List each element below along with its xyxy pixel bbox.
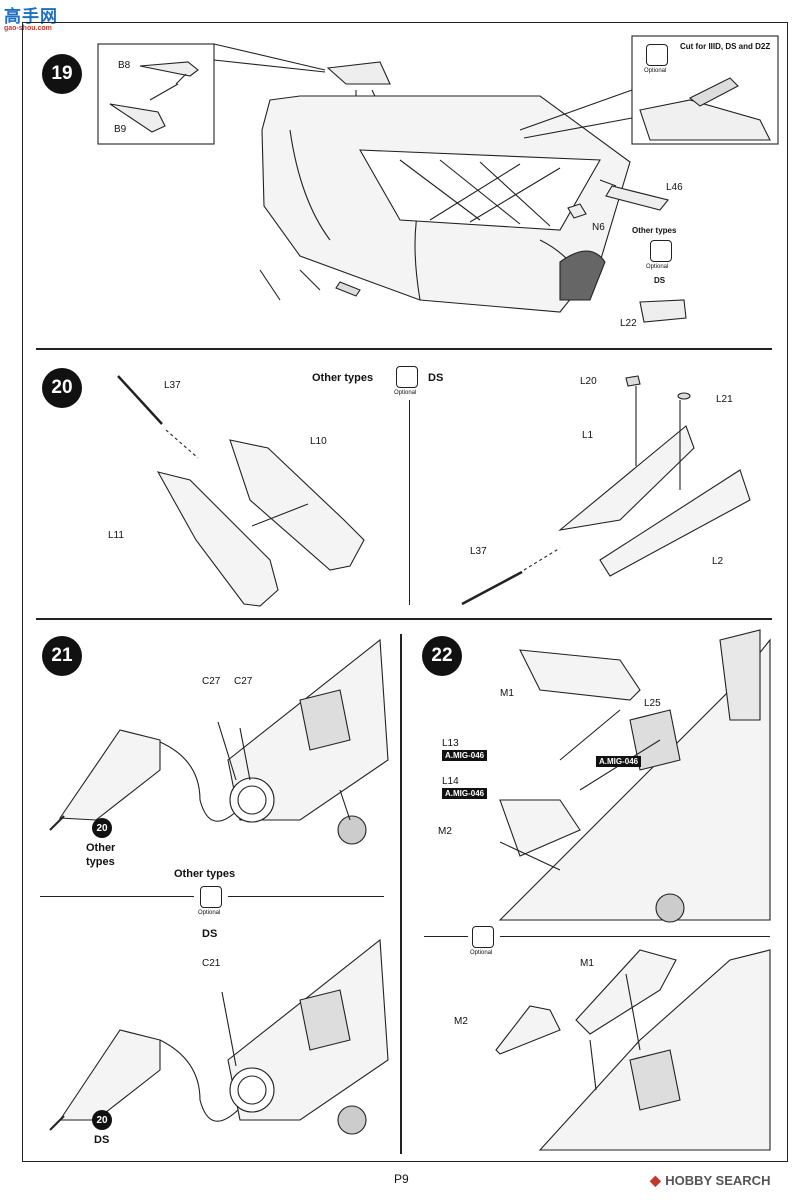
step20-ds-text: DS	[428, 372, 444, 384]
optional-text-step22: Optional	[470, 950, 493, 956]
step21-types-text: types	[86, 856, 115, 868]
paint-code-badge-2: A.MIG-046	[596, 756, 642, 767]
step-22-number: 22	[422, 636, 462, 676]
part-l20-label: L20	[580, 376, 597, 387]
hobby-search-text: HOBBY SEARCH	[665, 1173, 771, 1188]
part-b9-label: B9	[114, 124, 127, 135]
part-l37-label-a: L37	[164, 380, 181, 391]
divider-step19-20	[36, 348, 772, 350]
step-19-number: 19	[42, 54, 82, 94]
page-frame	[22, 22, 788, 1162]
part-l46-label: L46	[666, 182, 683, 193]
part-m1-label-b: M1	[580, 958, 594, 969]
paint-code-badge-1: A.MIG-046	[442, 750, 488, 761]
divider-step21-ds-right	[228, 896, 384, 897]
inset-box-b8-b9	[97, 43, 215, 145]
part-l13-label: L13	[442, 738, 459, 749]
paint-code-badge-3: A.MIG-046	[442, 788, 488, 799]
optional-text-step21: Optional	[198, 910, 221, 916]
optional-icon-step21	[200, 886, 222, 908]
ref-step20-circle-b: 20	[92, 1110, 112, 1130]
optional-icon-step20	[396, 366, 418, 388]
divider-step22-alt-right	[500, 936, 770, 937]
part-c21-label: C21	[202, 958, 221, 969]
step19-other-types-text: Other types	[632, 226, 677, 235]
part-m2-label-a: M2	[438, 826, 452, 837]
step21-other-types-header: Other types	[174, 868, 236, 880]
part-l2-label: L2	[712, 556, 724, 567]
site-watermark-url: gao-shou.com	[4, 25, 52, 32]
part-n6-label: N6	[592, 222, 605, 233]
page-number: P9	[394, 1172, 409, 1186]
divider-step20-21	[36, 618, 772, 620]
optional-icon-step19-cut	[646, 44, 668, 66]
part-c27-label-a: C27	[202, 676, 221, 687]
step-20-number: 20	[42, 368, 82, 408]
divider-step21-ds	[40, 896, 194, 897]
part-l21-label: L21	[716, 394, 733, 405]
part-l14-label: L14	[442, 776, 459, 787]
part-l1-label: L1	[582, 430, 594, 441]
ref-step20-circle-a: 20	[92, 818, 112, 838]
divider-step20-center	[409, 400, 411, 605]
optional-icon-step22	[472, 926, 494, 948]
part-b8-label: B8	[118, 60, 131, 71]
part-l11-label: L11	[108, 530, 124, 541]
hobby-search-icon: ◆	[650, 1172, 661, 1188]
divider-step22-alt	[424, 936, 468, 937]
part-l25-label: L25	[644, 698, 661, 709]
step21-ds-ref-text: DS	[94, 1134, 110, 1146]
optional-icon-step19	[650, 240, 672, 262]
inset-box-cut-detail	[631, 35, 779, 145]
step21-ds-header: DS	[202, 928, 218, 940]
part-l10-label: L10	[310, 436, 327, 447]
step20-other-types-text: Other types	[312, 372, 374, 384]
cut-note-text: Cut for IIID, DS and D2Z	[680, 42, 771, 51]
step21-other-text: Other	[86, 842, 116, 854]
site-watermark-logo: 高手网 gao-shou.com	[4, 2, 58, 32]
optional-text-step19: Optional	[646, 264, 669, 270]
hobby-search-watermark: ◆ HOBBY SEARCH	[650, 1172, 770, 1190]
step19-ds-text: DS	[654, 276, 666, 285]
part-l37-label-b: L37	[470, 546, 487, 557]
part-c27-label-b: C27	[234, 676, 253, 687]
part-m2-label-b: M2	[454, 1016, 468, 1027]
site-watermark-chars: 高手网	[4, 7, 58, 26]
divider-step21-22	[400, 634, 402, 1154]
part-l22-label: L22	[620, 318, 637, 329]
part-m1-label-a: M1	[500, 688, 514, 699]
optional-text-step20: Optional	[394, 390, 417, 396]
optional-text-step19-cut: Optional	[644, 68, 667, 74]
step-21-number: 21	[42, 636, 82, 676]
